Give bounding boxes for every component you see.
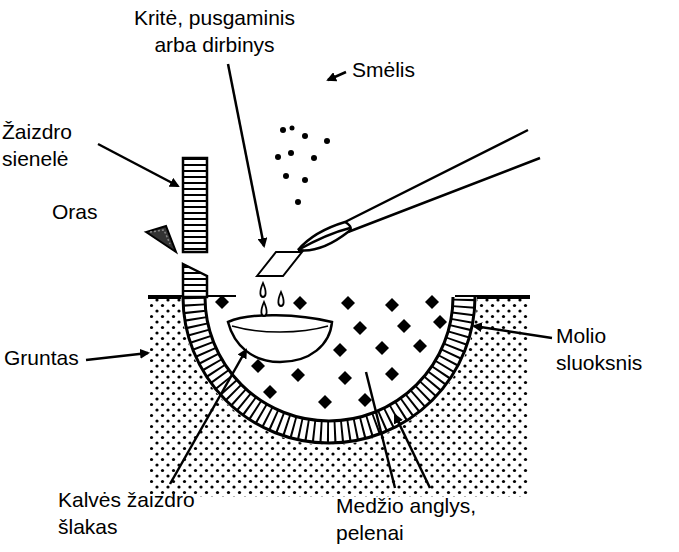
part-label: Smėlis xyxy=(352,56,452,83)
workpiece xyxy=(257,252,302,276)
sand xyxy=(275,126,330,206)
hearth-wall-lower xyxy=(183,264,207,297)
slag-edge xyxy=(232,326,328,332)
bowl-fill xyxy=(181,297,477,445)
part-label: Oras xyxy=(52,198,132,225)
part-label: Kritė, pusgaminis arba dirbinys xyxy=(112,4,317,58)
part-label: Gruntas xyxy=(4,344,104,371)
part-label: Kalvės žaizdro šlakas xyxy=(58,486,230,540)
ground-texture xyxy=(150,297,528,497)
leader-lines xyxy=(86,64,552,488)
air-arrow xyxy=(146,226,176,252)
part-label: Žaizdro sienelė xyxy=(2,118,102,172)
charcoal-pieces xyxy=(215,295,447,409)
tongs xyxy=(298,130,540,250)
part-label: Molio sluoksnis xyxy=(556,322,674,376)
air-arrow-texture xyxy=(150,230,170,244)
molten-drops xyxy=(260,283,283,316)
clay-outer-edge xyxy=(183,297,475,443)
clay-hatching xyxy=(194,297,464,432)
hearth-wall xyxy=(183,158,207,252)
part-label: Medžio anglys, pelenai xyxy=(336,492,516,546)
